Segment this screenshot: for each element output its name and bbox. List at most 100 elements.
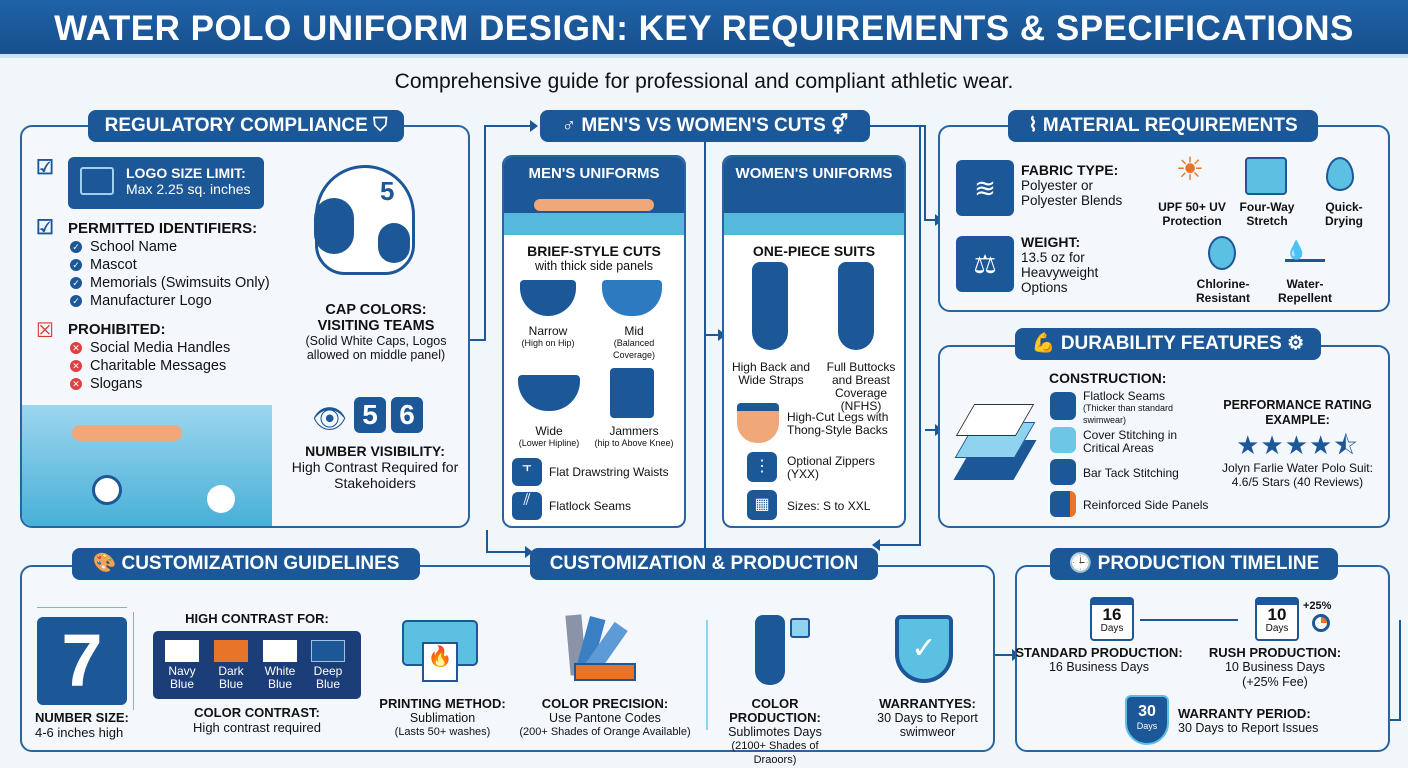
womens-card-header: WOMEN'S UNIFORMS: [724, 157, 904, 235]
rush-fee-badge: +25%: [1303, 600, 1332, 612]
female-swimmer-figure: [754, 201, 874, 213]
permitted-label: PERMITTED IDENTIFIERS:: [68, 220, 258, 237]
fabric-weight: WEIGHT:13.5 oz for Heavyweight Options: [1021, 234, 1099, 296]
mens-feature: Flat Drawstring Waists: [549, 465, 669, 479]
drawstring-icon: ⫟: [512, 458, 542, 486]
womens-style: Full Buttocks and Breast Coverage (NFHS): [826, 360, 896, 413]
standard-production-text: STANDARD PRODUCTION:16 Business Days: [1015, 645, 1183, 674]
logo-size-value: Max 2.25 sq. inches: [126, 181, 251, 197]
permitted-item: ✓Memorials (Swimsuits Only): [70, 274, 270, 292]
material-title: ⌇ MATERIAL REQUIREMENTS: [1008, 110, 1318, 142]
cuts-title: ♂ MEN'S VS WOMEN'S CUTS ⚥: [540, 110, 870, 142]
accessory-icon: [790, 618, 810, 638]
womens-feature: Optional Zippers (YXX): [787, 454, 876, 481]
check-circle-icon: ✓: [70, 259, 82, 271]
half-star-icon: ⯪: [1333, 430, 1359, 460]
logo-size-label: LOGO SIZE LIMIT:: [126, 165, 246, 181]
water-polo-cap-icon: 5: [314, 165, 415, 275]
fabric-icon: ≋: [956, 160, 1014, 216]
zipper-icon: ⋮: [747, 452, 777, 482]
clock-calendar-icon: 🕒: [1068, 553, 1093, 574]
fabric-layers-icon: [953, 400, 1040, 485]
rating-text: Jolyn Farlie Water Polo Suit: 4.6/5 Star…: [1222, 461, 1373, 489]
swatch-label: White Blue: [264, 664, 296, 691]
warranty-text: WARRANTYES:30 Days to Report swimweor: [877, 696, 978, 740]
checkbox-icon: ☑: [36, 157, 54, 179]
prohibited-item: ✕Charitable Messages: [70, 357, 230, 375]
material-title-text: MATERIAL REQUIREMENTS: [1042, 115, 1298, 136]
ear-guard: [378, 223, 410, 263]
check-circle-icon: ✓: [70, 295, 82, 307]
color-precision-text: COLOR PRECISION:Use Pantone Codes(200+ S…: [519, 696, 691, 739]
x-circle-icon: ✕: [70, 342, 82, 354]
page-title: WATER POLO UNIFORM DESIGN: KEY REQUIREME…: [0, 0, 1408, 58]
swatch-color: [311, 640, 345, 662]
construction-item: Bar Tack Stitching: [1083, 466, 1179, 480]
wide-brief-icon: [518, 375, 580, 411]
ear-guard: [314, 198, 354, 254]
gear-icon: ⚙: [1287, 333, 1305, 354]
x-checkbox-icon: ☒: [36, 320, 54, 342]
construction-label: CONSTRUCTION:: [1049, 370, 1167, 386]
contrast-swatches: Navy Blue Dark Blue White Blue Deep Blue: [153, 631, 361, 699]
prohibited-item: ✕Social Media Handles: [70, 339, 230, 357]
star-rating: ★★★★⯪: [1215, 427, 1380, 471]
swatch-label: Dark Blue: [218, 664, 244, 691]
swatch-color: [214, 640, 248, 662]
mens-uniforms-card: MEN'S UNIFORMS BRIEF-STYLE CUTS with thi…: [502, 155, 686, 528]
mid-brief-icon: [602, 280, 662, 316]
printing-method-text: PRINTING METHOD:Sublimation(Lasts 50+ wa…: [379, 696, 506, 739]
color-contrast-text: COLOR CONTRAST:High contrast required: [193, 705, 321, 735]
scale-icon: ⚖: [956, 236, 1014, 292]
thong-back-icon: [737, 403, 779, 443]
mens-heading: BRIEF-STYLE CUTS: [527, 243, 661, 259]
palette-icon: 🎨: [92, 553, 117, 574]
high-contrast-heading: HIGH CONTRAST FOR:: [185, 611, 329, 626]
star-icon: ★: [1236, 430, 1261, 460]
timeline-title: 🕒 PRODUCTION TIMELINE: [1050, 548, 1338, 580]
image-ruler-icon: [80, 167, 114, 195]
permitted-item: ✓Mascot: [70, 256, 270, 274]
stretch-icon: [1245, 157, 1287, 195]
color-production-text: COLOR PRODUCTION:Sublimotes Days(2100+ S…: [728, 696, 822, 767]
star-icon: ★: [1309, 430, 1334, 460]
narrow-brief-icon: [520, 280, 576, 316]
permitted-item: ✓Manufacturer Logo: [70, 292, 270, 310]
quick-dry-icon: [1326, 157, 1354, 191]
swatch-label: Deep Blue: [313, 664, 343, 691]
chlorine-drop-icon: [1208, 236, 1236, 270]
cap-number: 5: [380, 176, 395, 206]
rush-production-text: RUSH PRODUCTION:10 Business Days(+25% Fe…: [1208, 645, 1342, 689]
womens-heading: ONE-PIECE SUITS: [752, 243, 876, 259]
player-cap-figure: [92, 475, 122, 505]
durability-title-text: DURABILITY FEATURES: [1060, 333, 1282, 354]
stopwatch-icon: [1312, 614, 1330, 632]
prohibited-label: PROHIBITED:: [68, 321, 166, 338]
construction-item: Cover Stitching in Critical Areas: [1083, 428, 1178, 455]
player-cap-figure: [207, 485, 235, 513]
check-circle-icon: ✓: [70, 241, 82, 253]
flatlock-seam-icon: [1050, 392, 1076, 420]
property-quick-dry: Quick-Drying: [1324, 200, 1363, 228]
number-tile: 5: [354, 397, 386, 433]
seam-icon: ⫽: [512, 492, 542, 520]
number-size-text: NUMBER SIZE:4-6 inches high: [35, 710, 129, 740]
fabric-type: FABRIC TYPE:Polyester or Polyester Blend…: [1021, 162, 1123, 209]
width-arrow: [37, 607, 127, 608]
warranty-period-text: WARRANTY PERIOD:30 Days to Report Issues: [1178, 706, 1319, 735]
divider: [706, 620, 708, 730]
womens-feature: High-Cut Legs with Thong-Style Backs: [787, 410, 889, 437]
pantone-fan-icon: [565, 614, 638, 685]
permitted-item: ✓School Name: [70, 238, 270, 256]
style-jammers: Jammers(hip to Above Knee): [594, 424, 674, 448]
number-size-tile: 7: [37, 617, 127, 705]
number-visibility-text: NUMBER VISIBILITY: High Contrast Require…: [291, 443, 459, 491]
male-swimmer-figure: [534, 199, 654, 211]
swimmers-illustration: [22, 405, 272, 526]
x-circle-icon: ✕: [70, 378, 82, 390]
female-symbol-icon: ⚥: [831, 115, 849, 136]
size-chart-icon: ▦: [747, 490, 777, 520]
timeline-title-text: PRODUCTION TIMELINE: [1097, 553, 1320, 574]
height-arrow: [133, 612, 134, 710]
